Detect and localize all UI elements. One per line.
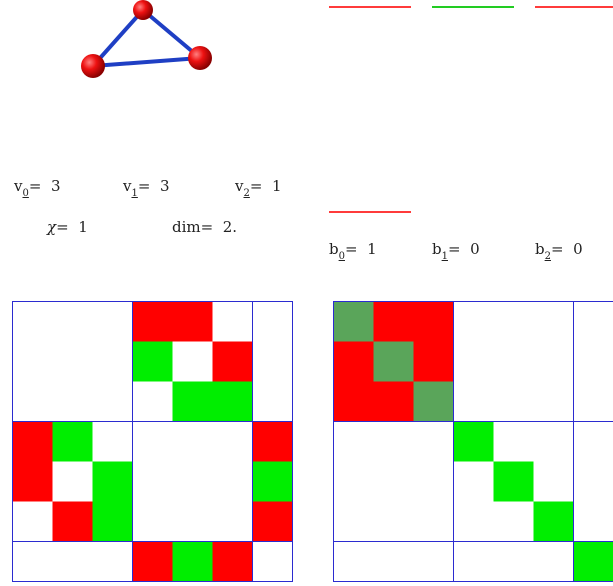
barcode-bar xyxy=(432,6,514,8)
betti-b0: b0= 1 xyxy=(329,240,377,262)
barcode-bar xyxy=(535,6,613,8)
graph-edge xyxy=(141,8,202,60)
matrix-cell xyxy=(333,301,374,342)
matrix-cell xyxy=(373,341,414,382)
graph-edge xyxy=(91,8,145,68)
barcode-bar xyxy=(329,6,411,8)
matrix-cell xyxy=(212,341,253,382)
matrix-cell xyxy=(132,541,173,582)
matrix-cell xyxy=(373,381,414,422)
graph-vertex xyxy=(81,54,105,78)
graph-vertex xyxy=(133,0,153,20)
matrix-cell xyxy=(172,301,213,342)
matrix-cell xyxy=(172,541,213,582)
stat-dimension: dim= 2. xyxy=(172,218,238,236)
matrix-cell xyxy=(333,381,374,422)
matrix-cell xyxy=(92,461,133,502)
matrix-cell xyxy=(172,381,213,422)
matrix-cell xyxy=(453,421,494,462)
matrix-cell xyxy=(12,461,53,502)
betti-b1: b1= 0 xyxy=(432,240,480,262)
matrix-cell xyxy=(333,341,374,382)
matrix-cell xyxy=(52,501,93,542)
simplicial-complex-graph xyxy=(81,0,212,78)
matrix-border xyxy=(12,301,293,582)
matrix-cell xyxy=(493,461,534,502)
matrix-cell xyxy=(132,301,173,342)
matrix-cell xyxy=(12,421,53,462)
matrix-cell xyxy=(413,341,454,382)
matrix-cell xyxy=(533,501,574,542)
matrix-cell xyxy=(252,501,293,542)
matrix-cell xyxy=(52,421,93,462)
stat-euler-characteristic: χ= 1 xyxy=(47,218,88,236)
matrix-cell xyxy=(252,461,293,502)
stat-v2: v2= 1 xyxy=(235,177,282,199)
laplacian-matrix xyxy=(333,301,613,582)
matrix-cell xyxy=(573,541,613,582)
matrix-cell xyxy=(132,341,173,382)
graph-edge xyxy=(92,56,201,68)
matrix-border xyxy=(333,301,613,582)
betti-b2: b2= 0 xyxy=(535,240,583,262)
matrix-cell xyxy=(252,421,293,462)
dirac-matrix xyxy=(12,301,293,582)
matrix-cell xyxy=(413,301,454,342)
matrix-cell xyxy=(212,381,253,422)
matrix-cell xyxy=(373,301,414,342)
matrix-cell xyxy=(413,381,454,422)
matrix-cell xyxy=(212,541,253,582)
stat-v0: v0= 3 xyxy=(14,177,61,199)
matrix-cell xyxy=(92,501,133,542)
barcode-bar xyxy=(329,211,411,213)
stat-v1: v1= 3 xyxy=(123,177,170,199)
graph-vertex xyxy=(188,46,212,70)
